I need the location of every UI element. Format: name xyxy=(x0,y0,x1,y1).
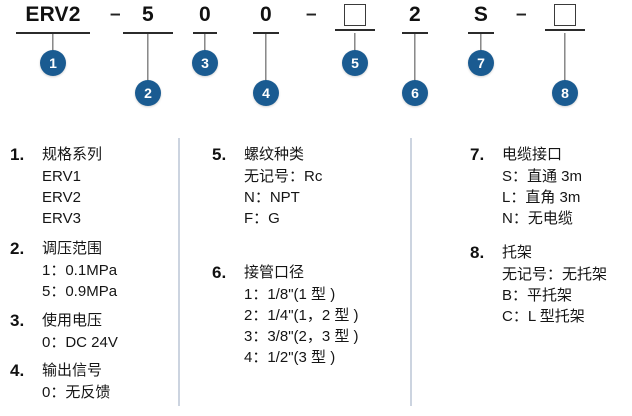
legend-option: 1：0.1MPa xyxy=(42,262,118,279)
code-value-7: S xyxy=(473,3,489,26)
bubble-marker-8[interactable]: 8 xyxy=(552,80,578,106)
code-segment-6[interactable]: 2 6 xyxy=(392,0,438,106)
code-value-4: 0 xyxy=(260,3,272,26)
code-underline-3 xyxy=(193,32,217,34)
code-segment-2[interactable]: 5 2 xyxy=(122,0,174,106)
code-segment-7[interactable]: S 7 xyxy=(458,0,504,76)
code-separator-3: – xyxy=(516,4,527,25)
legend-entry-2: 2. 调压范围 1：0.1MPa 5：0.9MPa xyxy=(10,238,117,302)
legend-entry-number-2: 2. xyxy=(10,239,25,258)
leader-line-8 xyxy=(564,33,566,87)
code-segment-8[interactable]: 8 xyxy=(542,0,588,106)
legend-entry-title-7: 电缆接口 xyxy=(502,146,563,163)
legend-entry-number-3: 3. xyxy=(10,311,25,330)
legend-entry-5: 5. 螺纹种类 无记号：Rc N：NPT F：G xyxy=(212,144,322,229)
code-underline-8 xyxy=(545,29,585,31)
legend-option: ERV3 xyxy=(42,210,81,227)
column-divider-1 xyxy=(178,138,180,406)
bubble-marker-3[interactable]: 3 xyxy=(192,50,218,76)
leader-line-5 xyxy=(354,33,356,57)
legend-entry-3: 3. 使用电压 0：DC 24V xyxy=(10,310,118,353)
legend-option: 无记号：Rc xyxy=(244,168,323,185)
code-value-2: 5 xyxy=(142,3,154,26)
leader-line-7 xyxy=(480,34,482,60)
legend-entry-number-1: 1. xyxy=(10,145,25,164)
bubble-marker-4[interactable]: 4 xyxy=(253,80,279,106)
column-divider-2 xyxy=(410,138,412,406)
model-code-row: ERV2 1 – 5 2 0 3 0 4 – 5 2 6 xyxy=(0,0,632,130)
bubble-marker-2[interactable]: 2 xyxy=(135,80,161,106)
legend-entry-7: 7. 电缆接口 S：直通 3m L：直角 3m N：无电缆 xyxy=(470,144,582,229)
legend-option: ERV2 xyxy=(42,189,81,206)
leader-line-4 xyxy=(265,34,267,90)
code-underline-1 xyxy=(16,32,90,34)
blank-box-8[interactable] xyxy=(554,4,576,26)
code-segment-4[interactable]: 0 4 xyxy=(240,0,292,106)
legend-entry-title-6: 接管口径 xyxy=(244,264,305,281)
leader-line-3 xyxy=(204,34,206,60)
legend-option: 3：3/8"(2，3 型 ) xyxy=(244,328,359,345)
legend-entry-number-5: 5. xyxy=(212,145,227,164)
code-underline-7 xyxy=(468,32,494,34)
code-value-3: 0 xyxy=(199,3,211,26)
legend-option: 1：1/8"(1 型 ) xyxy=(244,286,336,303)
legend-option: L：直角 3m xyxy=(502,189,581,206)
code-value-1: ERV2 xyxy=(25,3,81,26)
bubble-marker-7[interactable]: 7 xyxy=(468,50,494,76)
code-underline-5 xyxy=(335,29,375,31)
legend-entry-number-4: 4. xyxy=(10,361,25,380)
legend-option: N：NPT xyxy=(244,189,300,206)
legend-entry-1: 1. 规格系列 ERV1 ERV2 ERV3 xyxy=(10,144,102,229)
legend-entry-number-8: 8. xyxy=(470,243,485,262)
legend-entry-title-5: 螺纹种类 xyxy=(244,146,305,163)
legend-entry-title-3: 使用电压 xyxy=(42,312,103,329)
legend-entry-title-4: 输出信号 xyxy=(42,362,103,379)
bubble-marker-1[interactable]: 1 xyxy=(40,50,66,76)
legend-area: 1. 规格系列 ERV1 ERV2 ERV3 2. 调压范围 1：0.1MPa … xyxy=(0,132,632,416)
code-underline-2 xyxy=(123,32,173,34)
legend-entry-number-7: 7. xyxy=(470,145,485,164)
legend-entry-title-2: 调压范围 xyxy=(42,240,103,257)
code-segment-1[interactable]: ERV2 1 xyxy=(14,0,92,76)
bubble-marker-5[interactable]: 5 xyxy=(342,50,368,76)
legend-option: B：平托架 xyxy=(502,287,573,304)
leader-line-6 xyxy=(414,34,416,90)
legend-option: N：无电缆 xyxy=(502,210,573,227)
leader-line-2 xyxy=(147,34,149,90)
legend-entry-4: 4. 输出信号 0：无反馈 xyxy=(10,360,110,403)
legend-entry-number-6: 6. xyxy=(212,263,227,282)
legend-option: F：G xyxy=(244,210,280,227)
legend-entry-6: 6. 接管口径 1：1/8"(1 型 ) 2：1/4"(1，2 型 ) 3：3/… xyxy=(212,262,359,368)
legend-option: 5：0.9MPa xyxy=(42,283,118,300)
code-segment-3[interactable]: 0 3 xyxy=(182,0,228,76)
leader-line-1 xyxy=(52,34,54,60)
code-value-6: 2 xyxy=(409,3,421,26)
legend-option: 4：1/2"(3 型 ) xyxy=(244,349,336,366)
legend-option: C：L 型托架 xyxy=(502,308,585,325)
legend-option: 0：DC 24V xyxy=(42,334,118,351)
bubble-marker-6[interactable]: 6 xyxy=(402,80,428,106)
legend-option: 无记号：无托架 xyxy=(502,266,608,283)
legend-entry-title-8: 托架 xyxy=(502,244,533,261)
code-segment-5[interactable]: 5 xyxy=(332,0,378,76)
legend-entry-title-1: 规格系列 xyxy=(42,146,103,163)
code-underline-6 xyxy=(402,32,428,34)
code-separator-2: – xyxy=(306,4,317,25)
legend-option: 0：无反馈 xyxy=(42,384,111,401)
legend-option: S：直通 3m xyxy=(502,168,583,185)
legend-option: 2：1/4"(1，2 型 ) xyxy=(244,307,359,324)
code-separator-1: – xyxy=(110,4,121,25)
blank-box-5[interactable] xyxy=(344,4,366,26)
code-underline-4 xyxy=(253,32,279,34)
legend-option: ERV1 xyxy=(42,168,81,185)
legend-entry-8: 8. 托架 无记号：无托架 B：平托架 C：L 型托架 xyxy=(470,242,607,327)
